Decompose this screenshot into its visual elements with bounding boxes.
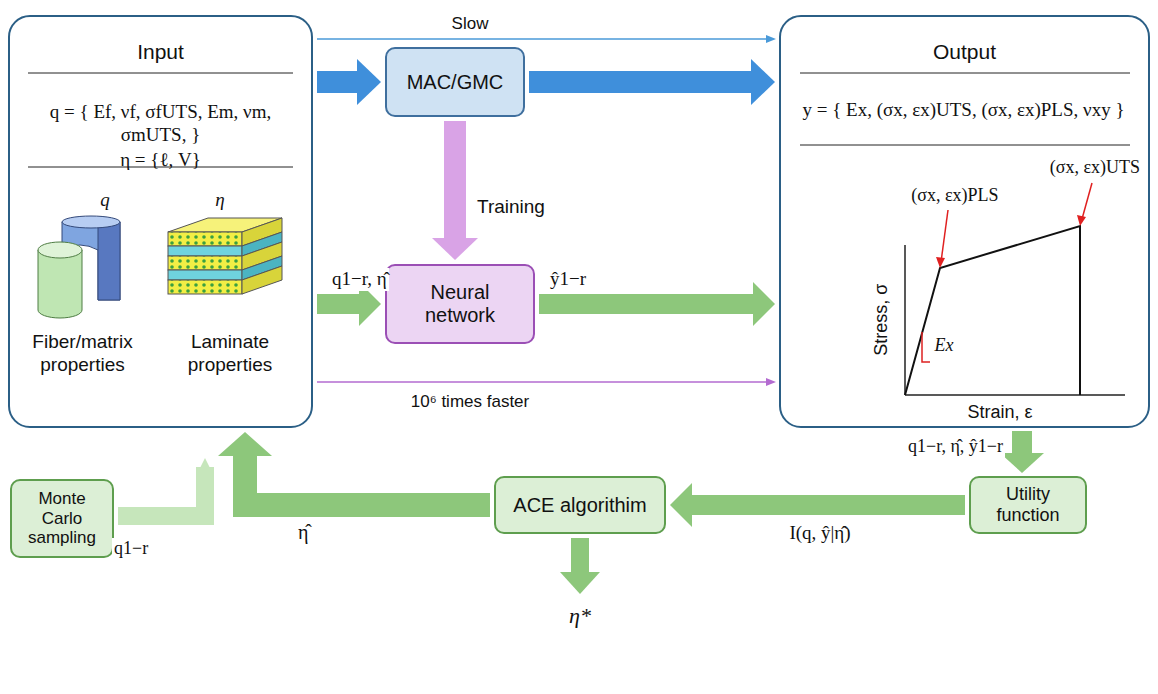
panel: Output y = { Ex, (σx, εx)UTS, (σx, εx)PLS…	[779, 15, 1150, 428]
laminate-icon	[168, 218, 282, 294]
flow-arrow	[432, 121, 478, 260]
formula: y = { Ex, (σx, εx)UTS, (σx, εx)PLS, νxy …	[801, 99, 1126, 122]
axis-label: Strain, ε	[965, 402, 1034, 424]
caption: Fiber/matrix properties	[15, 331, 150, 377]
box-label: Utility function	[971, 480, 1085, 529]
separator	[800, 73, 1130, 74]
process-box: Neural network	[385, 264, 535, 344]
edge-label: η̂	[296, 520, 310, 544]
symbol: q	[90, 189, 120, 212]
edge-label: I(q, ŷ|η̂)	[787, 522, 852, 545]
edge-label: Training	[475, 196, 547, 219]
edge-label: q1−r, η̂	[330, 268, 389, 291]
separator	[28, 73, 293, 74]
process-box: Monte Carlo sampling	[10, 479, 114, 558]
caption: Laminate properties	[160, 331, 300, 377]
flow-arrow	[670, 483, 965, 527]
process-box: ACE algorithim	[494, 476, 666, 534]
axis-label: Stress, σ	[871, 282, 893, 358]
stress-strain-chart	[905, 183, 1125, 395]
panel-heading: Output	[781, 39, 1148, 64]
edge-label: q1−r, η̂, ŷ1−r	[906, 436, 1005, 458]
box-label: Monte Carlo sampling	[12, 485, 112, 552]
separator	[800, 145, 1130, 146]
flow-arrow	[317, 35, 776, 43]
edge-label: Slow	[450, 14, 491, 34]
flow-arrow	[1000, 431, 1044, 473]
point-label: (σx, εx)PLS	[909, 185, 1000, 207]
modulus-label: Ex	[933, 335, 956, 357]
flow-arrow	[218, 432, 490, 505]
formula: η = {ℓ, V}	[10, 149, 311, 172]
flow-arrow	[317, 378, 776, 386]
panel-heading: Input	[10, 39, 311, 64]
edge-label: ŷ1−r	[548, 268, 588, 291]
result-label: η*	[567, 603, 593, 629]
box-label: Neural network	[387, 277, 533, 331]
formula: q = { Ef, νf, σfUTS, Em, νm, σmUTS, }	[28, 101, 293, 147]
process-box: MAC/GMC	[385, 47, 525, 117]
point-label: (σx, εx)UTS	[1048, 157, 1142, 179]
result-arrow	[560, 538, 600, 594]
fiber-matrix-icon	[38, 216, 120, 318]
process-box: Utility function	[969, 476, 1087, 534]
flow-arrow	[529, 59, 775, 105]
panel: Input q = { Ef, νf, σfUTS, Em, νm, σmUTS,…	[8, 15, 313, 428]
box-label: ACE algorithim	[507, 490, 652, 521]
flow-arrow	[118, 458, 210, 516]
edge-label: 10⁶ times faster	[409, 392, 532, 412]
box-label: MAC/GMC	[401, 67, 510, 98]
edge-label: q1−r	[112, 538, 150, 560]
flow-arrow	[317, 59, 381, 105]
symbol: η	[205, 189, 235, 212]
